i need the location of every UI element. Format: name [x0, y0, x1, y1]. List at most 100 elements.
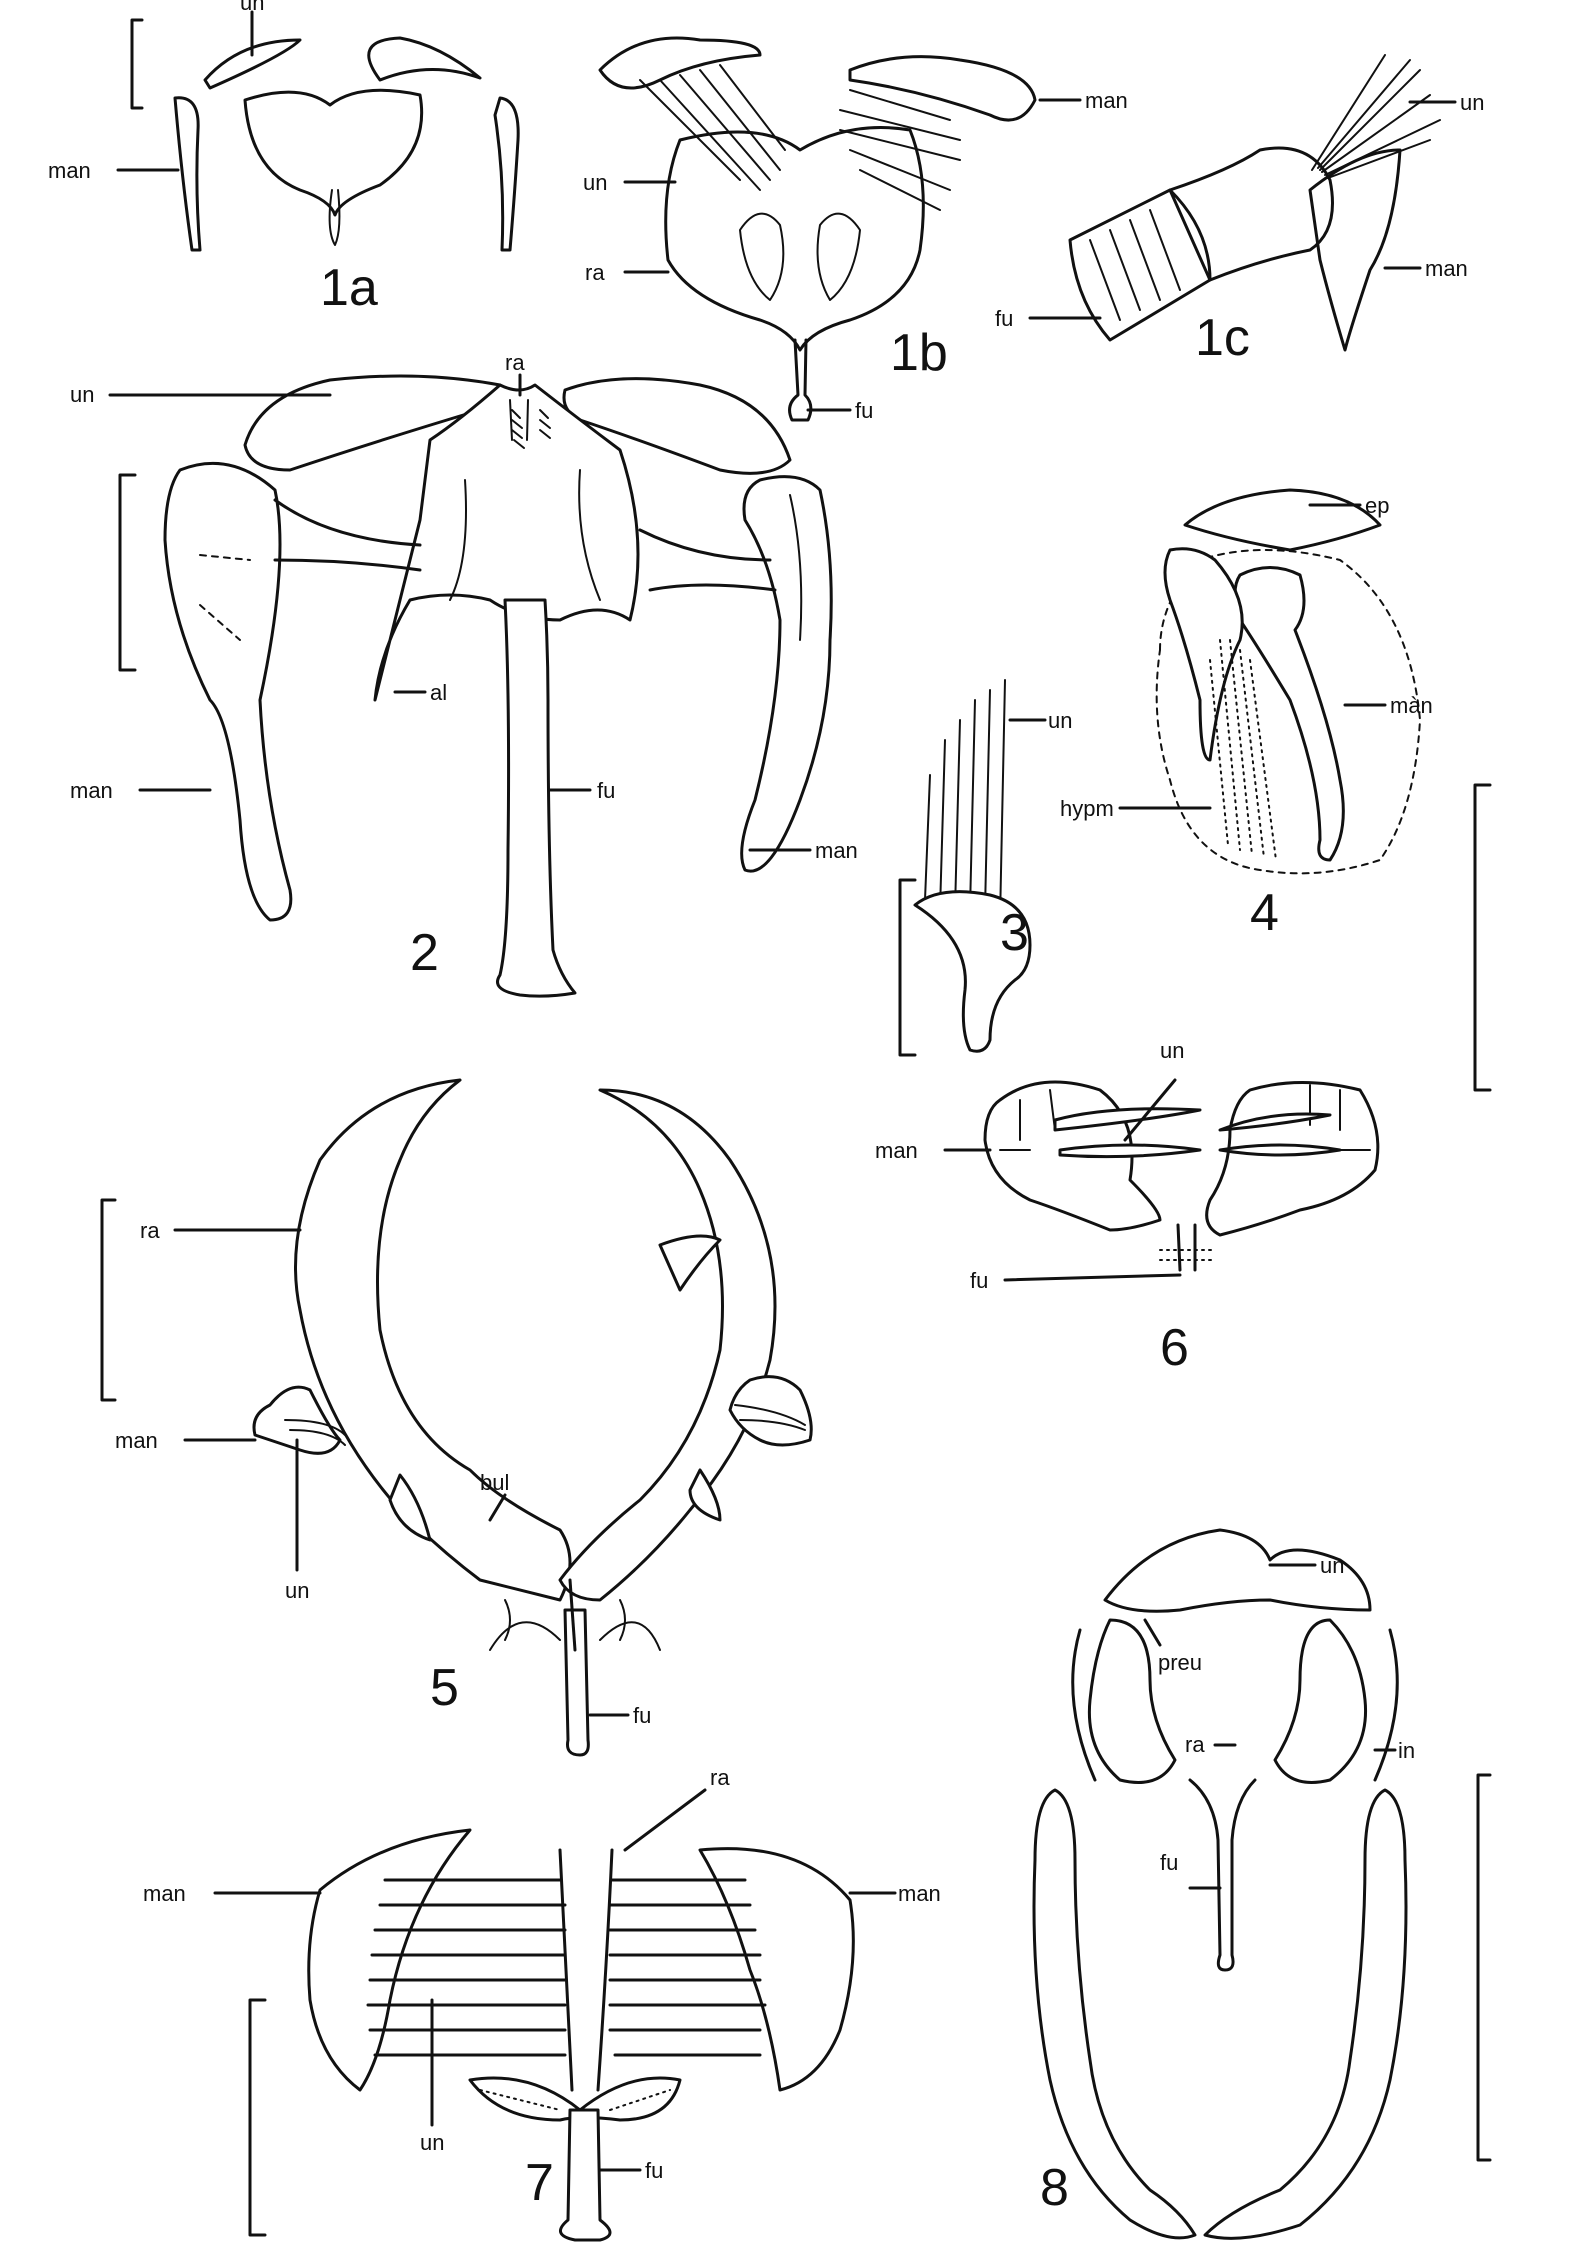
mandible-1c	[1308, 148, 1402, 352]
label-ra-1b: ra	[585, 260, 605, 285]
label-man-left-7: man	[143, 1881, 186, 1906]
uncini-left-1b	[639, 64, 786, 191]
mandible-left-8	[1032, 1788, 1197, 2240]
mandible-right-1a	[493, 96, 520, 252]
hypm-hatching-4	[1209, 639, 1277, 861]
uncini-left-7	[366, 1878, 567, 2057]
label-al-2: al	[430, 680, 447, 705]
teeth-1b	[739, 212, 861, 301]
uncini-6	[1053, 1107, 1342, 1159]
scale-bar-1a	[130, 18, 144, 110]
label-in-8: in	[1398, 1738, 1415, 1763]
leader-bul-5	[488, 1493, 507, 1522]
hypm-outline-4	[1155, 549, 1421, 875]
plate-3	[913, 890, 1032, 1053]
ramus-left-5	[294, 1078, 572, 1602]
uncini-right-1b	[839, 89, 961, 211]
fulcrum-8	[1188, 1778, 1257, 1972]
crossbar-2	[273, 498, 777, 592]
figure-number-1c: 1c	[1195, 309, 1250, 367]
label-fu-8: fu	[1160, 1850, 1178, 1875]
fulcrum-stripes-1c	[1089, 209, 1181, 321]
ramus-loop-left-8	[1087, 1618, 1177, 1784]
label-fu-5: fu	[633, 1703, 651, 1728]
label-man-1b: man	[1085, 88, 1128, 113]
leader-preu-8	[1143, 1618, 1162, 1647]
figure-1b: man un ra fu 1b	[583, 36, 1128, 423]
label-man-1a: man	[48, 158, 91, 183]
figure-1a: un man 1a	[48, 0, 520, 317]
figure-4: ep màn hypm 4	[1060, 488, 1492, 1092]
fulcrum-1b	[788, 338, 813, 422]
figure-5: ra man un bul fu 5	[100, 1078, 813, 1757]
label-hypm-4: hypm	[1060, 796, 1114, 821]
ramus-right-5	[558, 1088, 777, 1602]
figure-number-7: 7	[525, 2154, 554, 2212]
ramus-loop-right-8	[1273, 1618, 1368, 1784]
inner-lumps-5	[489, 1599, 661, 1651]
mandible-left-2	[163, 461, 293, 922]
body-1b	[664, 126, 925, 352]
ramus-2	[373, 383, 640, 702]
label-ra-2: ra	[505, 350, 525, 375]
figure-number-1b: 1b	[890, 324, 948, 382]
label-preu-8: preu	[1158, 1650, 1202, 1675]
figure-7: ra man man un fu 7	[143, 1765, 941, 2242]
body-right-6	[1205, 1081, 1380, 1237]
label-un-2: un	[70, 382, 94, 407]
figure-number-3: 3	[1000, 904, 1029, 962]
label-un-5: un	[285, 1578, 309, 1603]
body-1c	[1168, 146, 1334, 282]
mandible-right-1b	[848, 55, 1037, 122]
label-ra-7: ra	[710, 1765, 730, 1790]
scale-bar-2	[118, 473, 137, 672]
label-man-4: màn	[1390, 693, 1433, 718]
label-fu-1b: fu	[855, 398, 873, 423]
uncinus-8	[1103, 1528, 1372, 1613]
uncinus-teeth-3	[924, 679, 1006, 921]
figure-6: un man fu 6	[875, 1038, 1380, 1377]
uncini-fan-1c	[1311, 54, 1441, 179]
figure-number-5: 5	[430, 1659, 459, 1717]
mandible-left-7	[307, 1828, 472, 2092]
body-1a	[243, 88, 424, 217]
label-un-7: un	[420, 2130, 444, 2155]
label-ra-5: ra	[140, 1218, 160, 1243]
label-ep-4: ep	[1365, 493, 1389, 518]
teeth-2	[511, 409, 551, 449]
label-un-6: un	[1160, 1038, 1184, 1063]
mandible-4	[1233, 566, 1345, 862]
inner-rim-8	[1071, 1628, 1399, 1782]
label-man-left-2: man	[70, 778, 113, 803]
leader-fu-6	[1003, 1273, 1182, 1282]
fulcrum-7	[559, 2108, 612, 2242]
leader-un-6	[1123, 1078, 1177, 1142]
teeth-5	[388, 1234, 722, 1542]
figure-number-8: 8	[1040, 2159, 1069, 2217]
label-man-6: man	[875, 1138, 918, 1163]
figure-number-1a: 1a	[320, 259, 378, 317]
label-un-1c: un	[1460, 90, 1484, 115]
base-shade-7	[479, 2089, 671, 2111]
label-ra-8: ra	[1185, 1732, 1205, 1757]
label-man-5: man	[115, 1428, 158, 1453]
figure-2: un ra al man fu man 2	[70, 350, 858, 998]
scale-bar-3	[898, 878, 917, 1057]
label-man-right-7: man	[898, 1881, 941, 1906]
label-fu-2: fu	[597, 778, 615, 803]
label-man-1c: man	[1425, 256, 1468, 281]
label-un-3: un	[1048, 708, 1072, 733]
figure-3: un 3	[898, 679, 1072, 1057]
fulcrum-5	[563, 1608, 590, 1757]
leader-ra-7	[623, 1788, 707, 1852]
mandible-left-1b	[598, 36, 762, 90]
label-bul-5: bul	[480, 1470, 509, 1495]
scale-bar-8	[1476, 1773, 1492, 2162]
uncini-5	[284, 1404, 806, 1446]
scale-bar-4	[1473, 783, 1492, 1092]
ramus-7	[558, 1848, 614, 2092]
uncinus-1a	[203, 36, 482, 90]
base-7	[468, 2076, 682, 2122]
label-un-1b: un	[583, 170, 607, 195]
